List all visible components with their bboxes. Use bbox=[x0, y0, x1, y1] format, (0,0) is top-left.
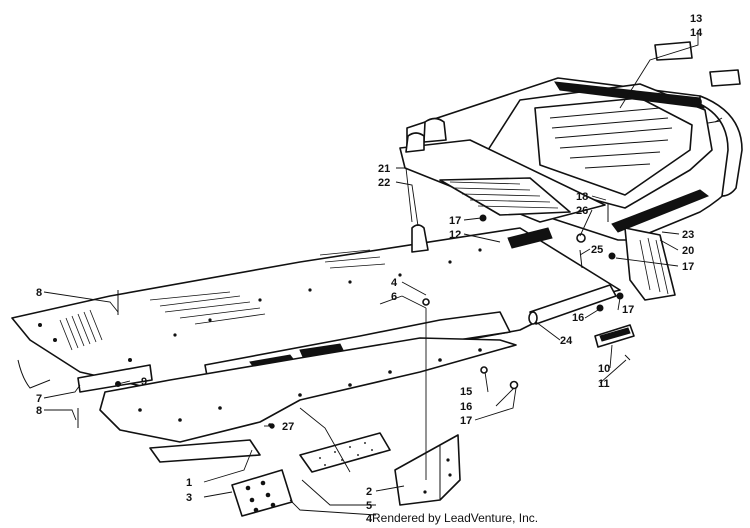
callout-23: 23 bbox=[682, 229, 694, 241]
callout-11: 11 bbox=[598, 378, 610, 390]
callout-27: 27 bbox=[282, 421, 294, 433]
lower-side-panel bbox=[99, 337, 517, 463]
callout-24: 24 bbox=[560, 335, 573, 347]
small-hardware bbox=[77, 117, 723, 429]
seat-assembly bbox=[399, 77, 743, 241]
callout-16-a: 16 bbox=[572, 312, 584, 324]
callout-8-b: 8 bbox=[36, 405, 42, 417]
callout-10: 10 bbox=[598, 363, 610, 375]
callout-13: 13 bbox=[690, 13, 702, 25]
callout-22: 22 bbox=[378, 177, 390, 189]
mud-flap bbox=[624, 227, 676, 301]
tube bbox=[528, 284, 617, 325]
running-board-plate bbox=[231, 469, 293, 517]
callout-8-a: 8 bbox=[36, 287, 42, 299]
callout-labels: 13 14 19 21 22 18 26 17 12 23 25 20 17 4… bbox=[36, 13, 703, 525]
support-bracket bbox=[394, 434, 461, 506]
callout-26: 26 bbox=[576, 205, 588, 217]
callout-17-d: 17 bbox=[460, 415, 472, 427]
callout-19: 19 bbox=[690, 97, 702, 109]
textured-pad bbox=[299, 432, 391, 473]
callout-21: 21 bbox=[378, 163, 390, 175]
callout-5: 5 bbox=[366, 500, 372, 512]
callout-4-a: 4 bbox=[391, 277, 398, 289]
left-bracket bbox=[17, 359, 153, 393]
callout-17-a: 17 bbox=[449, 215, 461, 227]
callout-17-b: 17 bbox=[682, 261, 694, 273]
callout-2: 2 bbox=[366, 486, 372, 498]
callout-4-b: 4 bbox=[366, 513, 373, 525]
callout-16-b: 16 bbox=[460, 401, 472, 413]
reflector-decals bbox=[654, 41, 741, 87]
belly-pan bbox=[11, 227, 621, 389]
callout-9: 9 bbox=[141, 376, 147, 388]
callout-14: 14 bbox=[690, 27, 703, 39]
callout-7: 7 bbox=[36, 393, 42, 405]
callout-17-c: 17 bbox=[622, 304, 634, 316]
callout-1: 1 bbox=[186, 477, 192, 489]
callout-25: 25 bbox=[591, 244, 603, 256]
tail-light bbox=[594, 324, 635, 348]
callout-3: 3 bbox=[186, 492, 192, 504]
callout-20: 20 bbox=[682, 245, 694, 257]
leader-lines bbox=[43, 30, 721, 516]
credit-text: Rendered by LeadVenture, Inc. bbox=[372, 511, 538, 525]
callout-12: 12 bbox=[449, 229, 461, 241]
callout-6: 6 bbox=[391, 291, 397, 303]
callout-15: 15 bbox=[460, 386, 472, 398]
callout-18: 18 bbox=[576, 191, 588, 203]
